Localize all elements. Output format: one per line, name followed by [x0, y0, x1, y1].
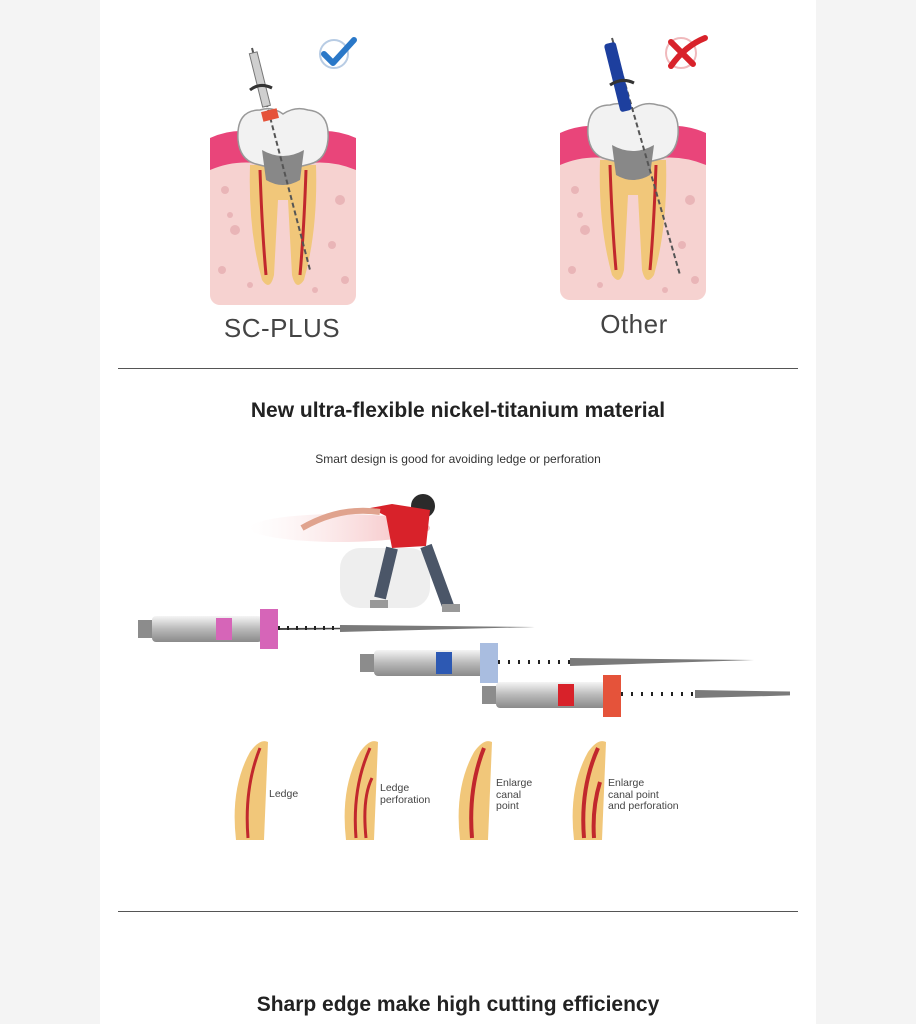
- cross-icon: [665, 35, 708, 69]
- section-divider: [118, 911, 798, 912]
- flexible-files-illustration: [138, 494, 790, 717]
- canal-ledge-perforation-illustration: [344, 741, 378, 840]
- section-divider: [118, 368, 798, 369]
- sc-plus-tooth-illustration: [210, 47, 356, 305]
- material-section-subtitle: Smart design is good for avoiding ledge …: [315, 452, 601, 466]
- canal-ledge-illustration: [234, 741, 268, 840]
- canal-label-enlarge-point: Enlarge canal point: [496, 777, 533, 812]
- canal-label-enlarge-point-perforation: Enlarge canal point and perforation: [608, 777, 679, 812]
- other-tooth-illustration: [560, 37, 706, 300]
- material-section-title: New ultra-flexible nickel-titanium mater…: [250, 399, 666, 422]
- canal-label-ledge-perforation: Ledge perforation: [380, 782, 431, 806]
- canal-enlarge-point-illustration: [458, 741, 492, 840]
- canal-label-ledge: Ledge: [269, 788, 299, 800]
- canal-enlarge-point-perforation-illustration: [572, 741, 606, 840]
- check-icon: [319, 37, 357, 69]
- cutting-section-title: Sharp edge make high cutting efficiency: [256, 993, 660, 1016]
- sc-plus-label: SC-PLUS: [223, 313, 341, 343]
- product-detail-page: SC-PLUS Other New ultra-flexible nickel-…: [100, 0, 816, 1024]
- other-label: Other: [600, 309, 668, 339]
